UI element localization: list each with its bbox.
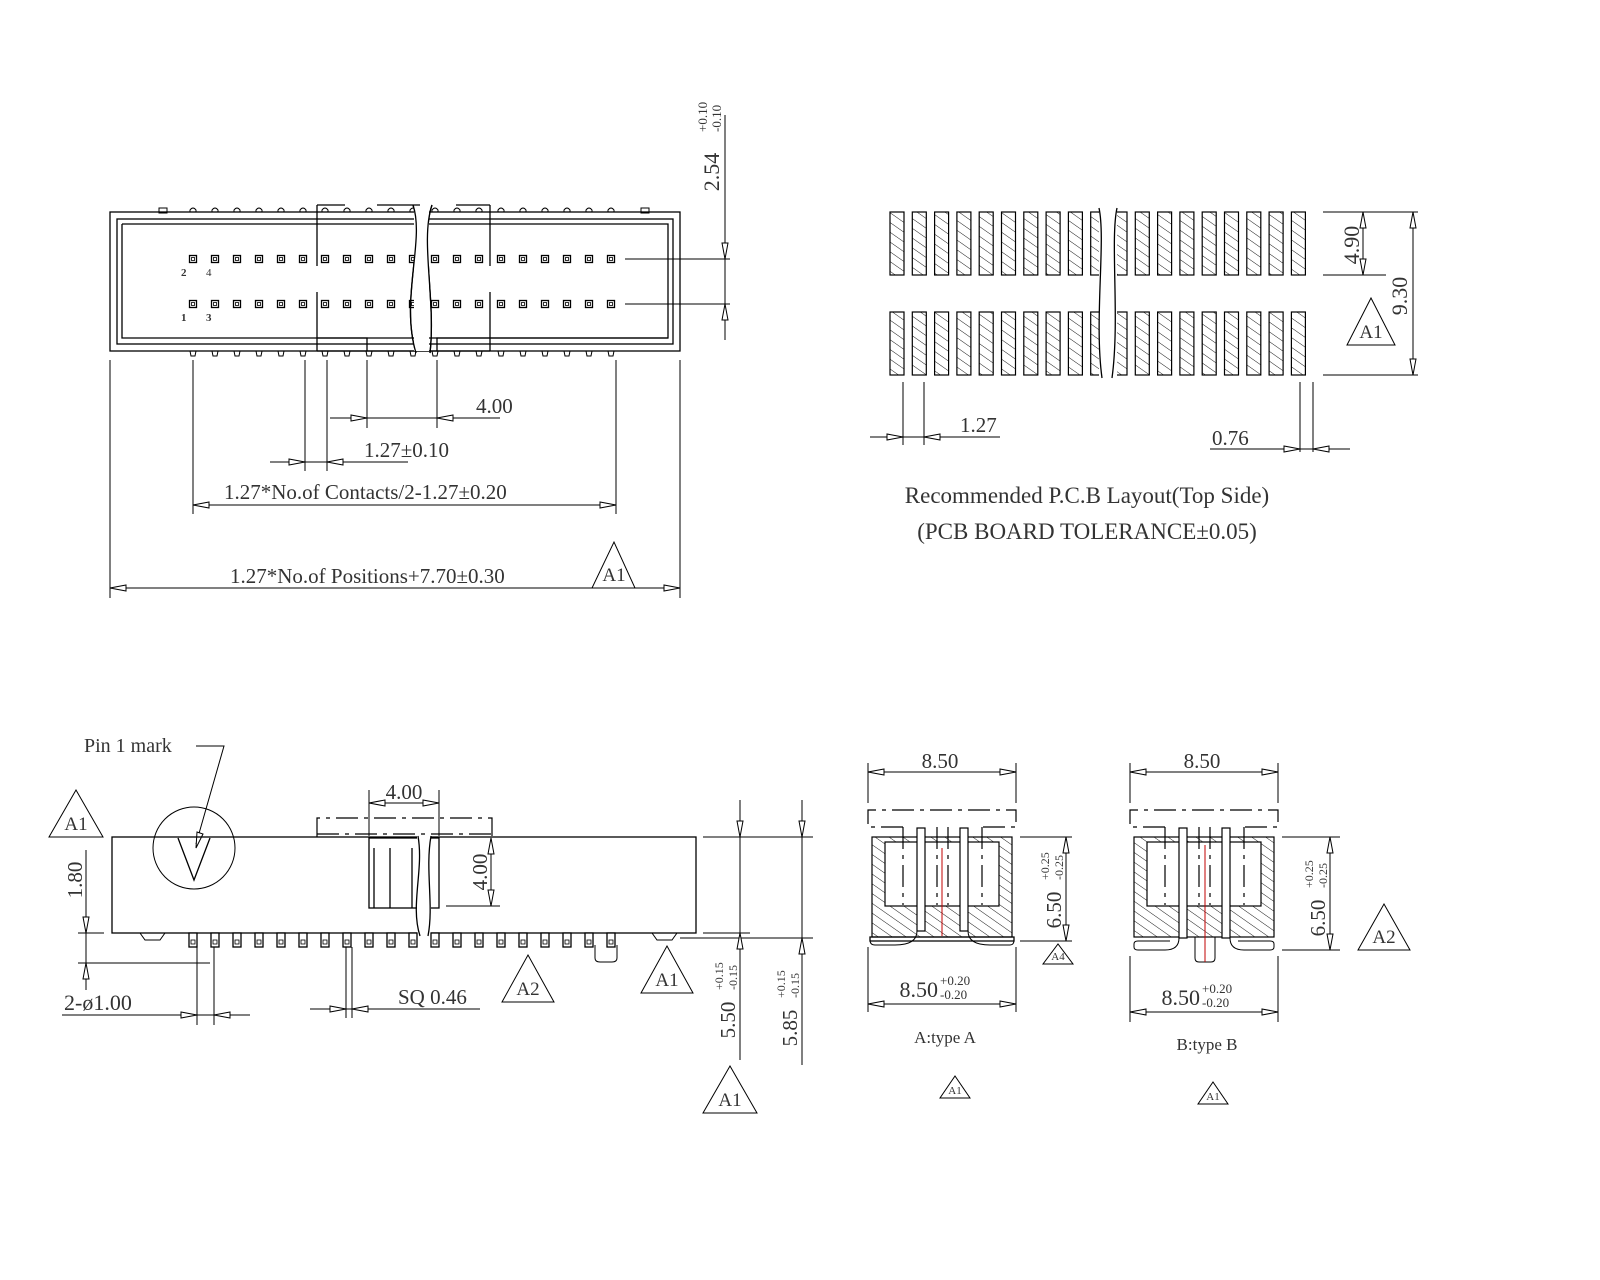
housing-outline: [109, 211, 681, 352]
pin-label-3: 3: [206, 312, 212, 324]
svg-text:6.50: 6.50: [1042, 892, 1066, 929]
side-pins: [188, 932, 616, 948]
dim-height: 1.80: [63, 862, 87, 899]
svg-text:-0.25: -0.25: [1052, 855, 1066, 880]
dim-top: 8.50: [922, 749, 959, 773]
rev-mark: A1: [1359, 322, 1382, 343]
pin-label-2: 2: [181, 267, 187, 279]
svg-text:5.50: 5.50: [716, 1002, 740, 1039]
dim-contacts: 1.27*No.of Contacts/2-1.27±0.20: [224, 480, 507, 504]
svg-text:+0.25: +0.25: [1302, 860, 1316, 888]
svg-text:-0.10: -0.10: [709, 105, 724, 132]
rev-mark: A1: [602, 565, 625, 586]
pads-bottom-row: [889, 311, 1307, 376]
svg-text:-0.20: -0.20: [940, 987, 967, 1002]
rev-triangle-icon: [1042, 943, 1074, 965]
svg-text:2.54: 2.54: [699, 153, 724, 192]
rev-mark: A1: [718, 1090, 741, 1111]
svg-text:+0.15: +0.15: [712, 962, 726, 990]
dim-top: 8.50: [1184, 749, 1221, 773]
dim-height-a: 5.50 +0.15 -0.15: [712, 962, 740, 1038]
pcb-layout: 4.90 9.30 A1 1.27 0.76 Recommended P.C.B…: [870, 205, 1418, 544]
svg-text:-0.15: -0.15: [788, 973, 802, 998]
rev-triangle-icon: [501, 953, 555, 1003]
dim-total: 9.30: [1387, 277, 1412, 316]
dim-row-pitch: 2.54 +0.10 -0.10: [695, 102, 724, 191]
dim-bottom: 8.50 +0.20 -0.20: [900, 973, 971, 1002]
pin1-mark-label: Pin 1 mark: [84, 735, 172, 757]
pin-row-even: [188, 254, 616, 264]
type-b-view: 8.50 6.50 +0.25 -0.25 A2 8.50: [1129, 749, 1411, 1105]
rev-mark: A1: [948, 1085, 961, 1097]
pcb-subtitle: (PCB BOARD TOLERANCE±0.05): [917, 519, 1257, 544]
pin1-mark-circle: [152, 806, 236, 890]
rev-triangle-icon: [1197, 1081, 1229, 1105]
svg-text:-0.20: -0.20: [1202, 995, 1229, 1010]
pin-label-1: 1: [181, 312, 187, 324]
dim-height-b: 5.85 +0.15 -0.15: [774, 970, 802, 1046]
rev-mark: A2: [516, 979, 539, 1000]
pcb-title: Recommended P.C.B Layout(Top Side): [905, 483, 1269, 508]
type-b-caption: B:type B: [1177, 1035, 1238, 1054]
rev-mark: A4: [1051, 951, 1065, 963]
rev-mark: A1: [655, 970, 678, 991]
pads-top-row: [889, 211, 1307, 276]
svg-text:5.85: 5.85: [778, 1010, 802, 1047]
dim-key-width: 4.00: [476, 394, 513, 418]
dim-height: 6.50 +0.25 -0.25: [1038, 852, 1066, 928]
rev-triangle-icon: [591, 540, 636, 589]
dim-key-depth: 4.00: [468, 854, 492, 891]
rev-triangle-icon: [1357, 902, 1411, 951]
dim-pitch: 1.27: [960, 413, 997, 437]
svg-text:6.50: 6.50: [1306, 900, 1330, 937]
pin1-v-icon: [177, 837, 211, 882]
dim-holes: 2-ø1.00: [64, 990, 132, 1015]
top-pin-nubs: [158, 207, 650, 214]
housing-inner-wall: [116, 218, 674, 345]
svg-text:-0.25: -0.25: [1316, 863, 1330, 888]
rev-triangle-icon: [1346, 296, 1396, 346]
svg-text:+0.15: +0.15: [774, 970, 788, 998]
rev-triangle-icon: [640, 944, 694, 994]
pin-row-odd: [188, 299, 616, 309]
svg-text:8.50: 8.50: [900, 977, 939, 1002]
top-view: 2 4 1 3 2.54 +0.10 -0.10 4.00 1.2: [109, 102, 730, 598]
dim-pad-width: 0.76: [1212, 426, 1249, 450]
rev-triangle-icon: [48, 788, 104, 838]
dim-height: 6.50 +0.25 -0.25: [1302, 860, 1330, 936]
svg-text:+0.20: +0.20: [1202, 981, 1232, 996]
svg-text:+0.25: +0.25: [1038, 852, 1052, 880]
svg-text:+0.10: +0.10: [695, 102, 710, 132]
type-a-caption: A:type A: [914, 1028, 977, 1047]
rev-triangle-icon: [702, 1064, 758, 1114]
bottom-pin-nubs: [189, 350, 615, 357]
rev-mark: A1: [64, 814, 87, 835]
dim-pin-square: SQ 0.46: [398, 985, 467, 1009]
dim-row-spacing: 4.90: [1339, 226, 1364, 265]
rev-triangle-icon: [939, 1075, 971, 1099]
housing-side: [111, 836, 697, 934]
dim-bottom: 8.50 +0.20 -0.20: [1162, 981, 1233, 1010]
dim-key-width: 4.00: [386, 780, 423, 804]
pin-label-4: 4: [206, 267, 212, 279]
rev-mark: A1: [1206, 1091, 1219, 1103]
rev-mark: A2: [1372, 927, 1395, 948]
dim-pitch: 1.27±0.10: [364, 438, 449, 462]
svg-text:8.50: 8.50: [1162, 985, 1201, 1010]
type-a-view: 8.50 6.50 +0.25 -0.25 A4 8.50: [867, 749, 1074, 1099]
dim-overall: 1.27*No.of Positions+7.70±0.30: [230, 564, 505, 588]
svg-text:-0.15: -0.15: [726, 965, 740, 990]
side-view: Pin 1 mark A1 4.00 4.00: [48, 735, 813, 1114]
svg-text:+0.20: +0.20: [940, 973, 970, 988]
